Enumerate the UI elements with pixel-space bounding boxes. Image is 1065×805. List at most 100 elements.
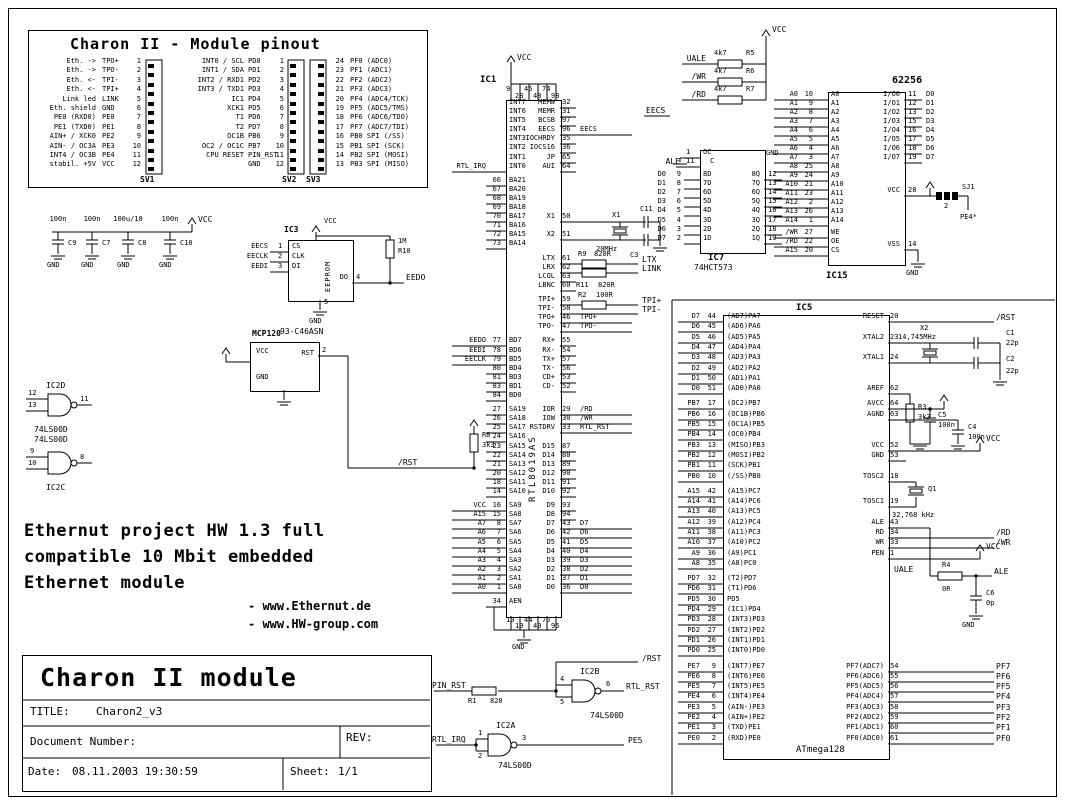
net-label: PF4 [996, 692, 1011, 701]
pin-name: PB3 SPI (MISO) [350, 160, 410, 168]
pin-number: 6 [136, 104, 141, 112]
pin-number: 9 [506, 85, 511, 93]
net-label: PF3 [996, 703, 1011, 712]
net-label: D7 [691, 312, 700, 320]
net-label: PD5 [687, 595, 700, 603]
pin-number: 4 [356, 273, 361, 281]
pin-number: 28 [515, 92, 524, 100]
pin-number: 2 [676, 234, 681, 242]
resistor-ref: R1 [468, 697, 477, 705]
net-label: TPI+ [642, 296, 662, 305]
pin-label: PEN [871, 549, 884, 557]
pin-label: (INT6)PE6 [727, 672, 765, 680]
net-label: PB4 [687, 430, 700, 438]
pin-label: BD5 [509, 355, 522, 363]
pin-number: 12 [28, 389, 37, 397]
pin-number: 47 [562, 322, 571, 330]
pin-number: 16 [768, 206, 777, 214]
cap-ref: C2 [1006, 355, 1015, 363]
pin-number: 65 [562, 153, 571, 161]
connector-pin-pad [290, 83, 296, 87]
net-label: A15 [473, 510, 486, 518]
pin-number: 12 [908, 99, 917, 107]
pin-label: BA17 [509, 212, 526, 220]
pin-name: PB1 SPI (SCK) [350, 142, 405, 150]
pin-number: 33 [562, 423, 571, 431]
net-label: D7 [657, 234, 666, 242]
pin-number: 3 [278, 262, 283, 270]
pin-label: PF1(ADC1) [846, 723, 884, 731]
pin-label: SA2 [509, 565, 522, 573]
connector-pin-pad [290, 102, 296, 106]
net-label: RTL_RST [580, 423, 610, 431]
net-label: /RST [642, 654, 662, 663]
pin-number: 5 [676, 206, 681, 214]
pin-number: 63 [890, 410, 899, 418]
pin-number: 52 [562, 382, 571, 390]
pin-number: 31 [707, 584, 716, 592]
pin-number: 14 [908, 240, 917, 248]
pin-label: BA15 [509, 230, 526, 238]
pin-label: 6Q [751, 188, 760, 196]
pin-label: D1 [546, 574, 555, 582]
ic15-box [828, 92, 906, 266]
net-label: PD0 [687, 646, 700, 654]
pin-label: SA3 [509, 556, 522, 564]
pin-label: LCOL [538, 272, 555, 280]
net-label: A1 [477, 574, 486, 582]
net-label: PF0 [996, 734, 1011, 743]
pin-number: 64 [890, 399, 899, 407]
net-label: /WR [691, 72, 706, 81]
pin-number: 18 [335, 113, 344, 121]
resistor-ref: R4 [942, 561, 951, 569]
net-label: PB5 [687, 420, 700, 428]
resistor-value: 100R [596, 291, 613, 299]
pin-label: DI [292, 262, 301, 270]
pin-number: 3 [676, 225, 681, 233]
net-label: D4 [926, 126, 935, 134]
pin-number: 1 [890, 549, 895, 557]
pin-label: IOR [542, 405, 555, 413]
pin-label: 5D [703, 197, 712, 205]
connector-pin-pad [148, 149, 154, 153]
pin-number: 53 [562, 373, 571, 381]
pin-function-label: OC2 / OC1C [201, 142, 244, 150]
pin-number: 33 [890, 538, 899, 546]
pin-label: A2 [831, 108, 840, 116]
pin-label: TPI- [538, 304, 555, 312]
pin-label: GND [256, 373, 269, 381]
gate-ref: IC2B [580, 667, 600, 676]
pin-label: I/O7 [883, 153, 900, 161]
pin-number: 8 [496, 519, 501, 527]
pin-number: 36 [707, 549, 716, 557]
pin-number: 53 [890, 451, 899, 459]
pin-function-label: CPU RESET [206, 151, 244, 159]
ic5-box [723, 315, 890, 760]
pin-label: AGND [867, 410, 884, 418]
connector-pin-pad [318, 73, 324, 77]
pin-number: 37 [562, 574, 571, 582]
pin-number: 51 [562, 230, 571, 238]
pin-number: 38 [707, 528, 716, 536]
net-label: A5 [477, 538, 486, 546]
pin-label: (/SS)PB0 [727, 472, 761, 480]
pin-number: 3 [711, 723, 716, 731]
pin-number: 44 [524, 616, 533, 624]
pin-number: 1 [686, 148, 691, 156]
pin-function-label: Eth. <- [66, 76, 96, 84]
pin-label: A8 [831, 162, 840, 170]
pin-number: 97 [562, 116, 571, 124]
pin-name: PD3 [248, 85, 261, 93]
net-label: /WR [580, 414, 593, 422]
pin-number: 48 [707, 353, 716, 361]
description-line-2: compatible 10 Mbit embedded [24, 547, 314, 567]
net-label: D5 [691, 333, 700, 341]
pin-label: IOW [542, 414, 555, 422]
pin-label: D6 [546, 528, 555, 536]
net-label: PD7 [687, 574, 700, 582]
net-label: D1 [657, 179, 666, 187]
pin-label: SA18 [509, 414, 526, 422]
module-title: Charon II module [40, 663, 297, 692]
pin-label: (INT0)PD0 [727, 646, 765, 654]
pin-label: SA6 [509, 528, 522, 536]
